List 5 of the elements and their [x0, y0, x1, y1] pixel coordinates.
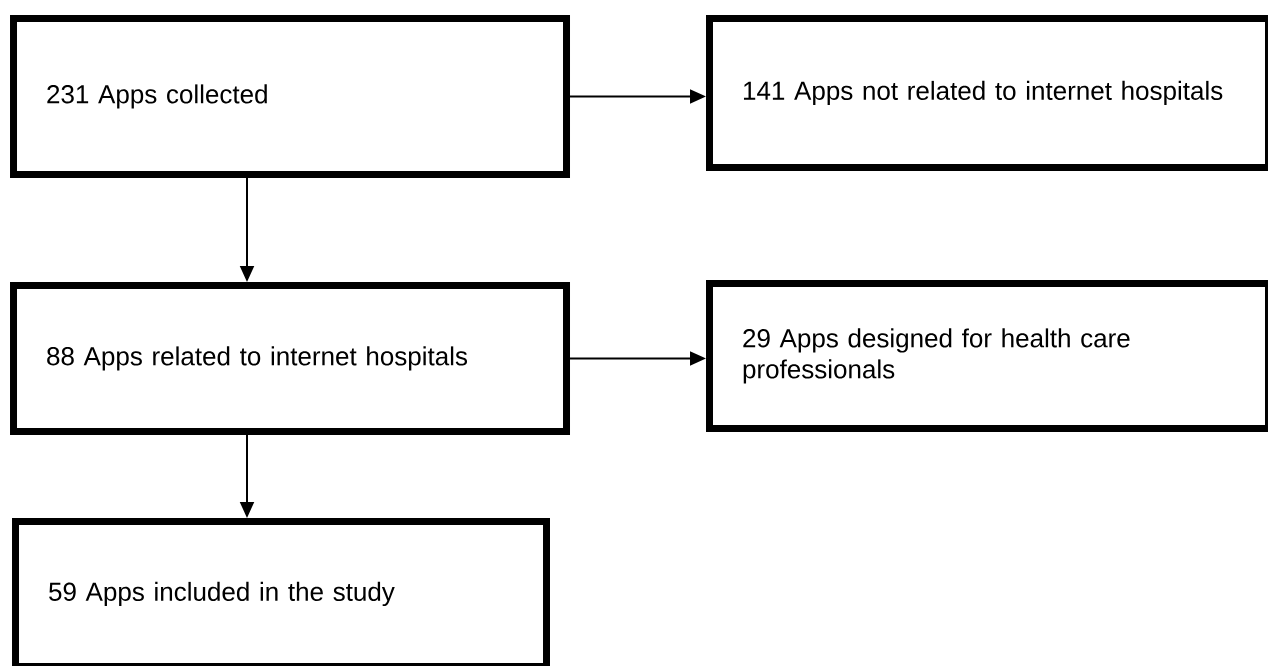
process-box: 231 Apps collected — [10, 15, 570, 178]
process-box: 141 Apps not related to internet hospitals — [706, 15, 1268, 171]
process-box: 59 Apps included in the study — [12, 518, 550, 666]
process-box: 29 Apps designed for health care professionals — [706, 280, 1268, 432]
process-box: 88 Apps related to internet hospitals — [10, 282, 570, 435]
